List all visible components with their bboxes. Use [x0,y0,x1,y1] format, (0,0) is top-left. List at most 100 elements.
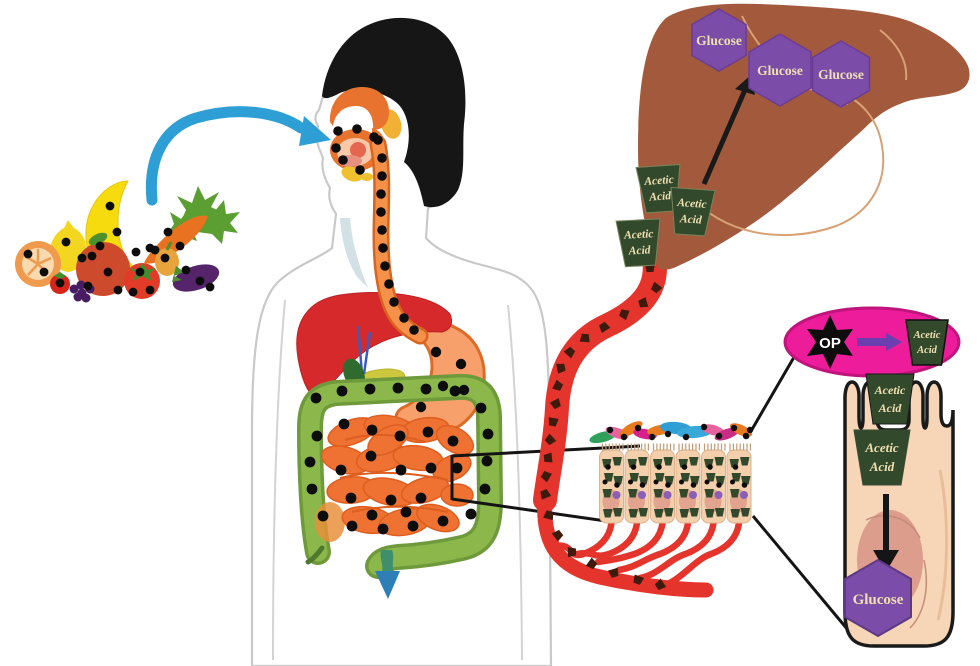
ingestion-arrow [145,106,331,206]
acetic-glyph [664,476,674,485]
acetic-acid-trapezoid: Acetic Acid [905,319,949,366]
op-residue-dot [335,464,347,476]
acetic-glyph [689,508,699,517]
acetic-glyph [706,473,716,482]
op-residue-dot [331,143,341,153]
bell-pepper [155,248,179,276]
bile-duct [356,325,372,375]
palate-arch [329,87,389,130]
op-residue-dot [620,433,628,441]
epithelial-cell [726,443,752,524]
op-residue-dot [346,520,358,532]
acetic-glyph [628,509,638,518]
rectum-arrow [375,571,400,599]
op-residue-dot [409,325,419,335]
op-residue-dot [364,383,376,395]
glucose-label: Glucose [757,63,803,78]
op-residue-dot [135,267,145,277]
op-residue-dot [602,479,608,485]
pepper-stem [165,241,173,251]
acetic-acid-trapezoid: Acetic Acid [635,163,681,214]
op-residue-dot [103,267,113,277]
glucose-label: Glucose [818,67,864,82]
vessel-acetic-glyph [579,333,590,343]
acid-label: Acid [648,190,672,204]
op-residue-dot [83,281,93,291]
apple-leaf [88,232,108,246]
op-residue-dot [707,464,713,470]
hair [322,17,466,208]
op-residue-dot [648,433,656,441]
gut-microbes [589,421,754,444]
contaminated-food-pile [15,180,240,303]
acetic-glyph [731,473,741,482]
acetic-glyph [690,476,700,485]
acetic-glyph [741,476,751,485]
acetic-glyph [604,473,614,482]
op-residue-dot [415,401,427,413]
op-residue-dot [113,285,123,295]
op-residue-dot [373,135,383,145]
left-arm-line [272,299,286,661]
epithelial-cell [624,443,650,524]
purple-vesicle [663,491,672,499]
acetic-glyph [638,457,648,466]
acid-label: Acid [878,401,903,415]
op-residue-dot [399,313,409,323]
eggplant-calyx [172,266,184,282]
op-residue-dot [377,171,387,181]
op-residue-dot [430,346,442,358]
intestine-coil [416,503,460,533]
op-residue-dot [422,426,434,438]
neck-shading [340,218,368,288]
op-residue-dot [181,265,191,275]
op-residue-dot [160,253,170,263]
capillaries [552,519,743,590]
op-residue-dot [128,287,138,297]
purple-vesicle [612,491,621,499]
op-label: OP [819,335,841,352]
epithelium-strip [599,443,752,524]
acetic-glyph [715,476,725,485]
op-residue-dot [415,492,427,504]
liver-illustration: Glucose Glucose Glucose Acetic Acid Acet… [540,3,970,591]
epithelial-cell [599,443,624,524]
op-residue-dot [395,464,407,476]
enterocyte-cell: Acetic Acid Acetic Acid Glucose [843,373,955,648]
acetic-glyph [689,457,699,466]
op-residue-dot [377,153,387,163]
op-residue-dot [447,435,459,447]
op-residue-dot [112,227,122,237]
acetic-label: Acetic [623,228,654,242]
op-residue-dot [380,261,390,271]
acid-label: Acid [627,244,651,257]
acetic-acid-trapezoid: Acetic Acid [615,218,661,268]
acetic-acid-trapezoid: Acetic Acid [865,373,915,425]
appendix [305,545,325,565]
op-residue-dot [317,510,329,522]
purple-vesicle [638,491,646,499]
op-residue-dot [345,492,357,504]
op-residue-dot [420,383,432,395]
capillary [636,519,717,582]
acetic-glyph [613,508,623,517]
op-residue-dot [400,506,412,518]
acetic-glyph [653,489,663,498]
glucose-label: Glucose [853,592,904,608]
op-residue-dot [682,433,690,441]
op-residue-dot [449,385,461,397]
op-residue-dot [679,479,684,485]
vessel-acetic-glyph [543,452,553,463]
acetic-label: Acetic [874,383,906,397]
acetic-acid-trapezoid: Acetic Acid [670,186,716,237]
acetic-glyph [628,489,638,498]
acetic-glyph [705,509,715,518]
op-residue-dot [681,464,688,470]
strawberry-leaf [54,272,66,279]
op-residue-dot [732,464,739,470]
op-residue-dot [451,462,463,474]
op-residue-dot [664,430,672,438]
acid-label: Acid [869,459,895,474]
epithelial-cell [675,443,701,524]
glucose-hexagon: Glucose [844,558,912,638]
